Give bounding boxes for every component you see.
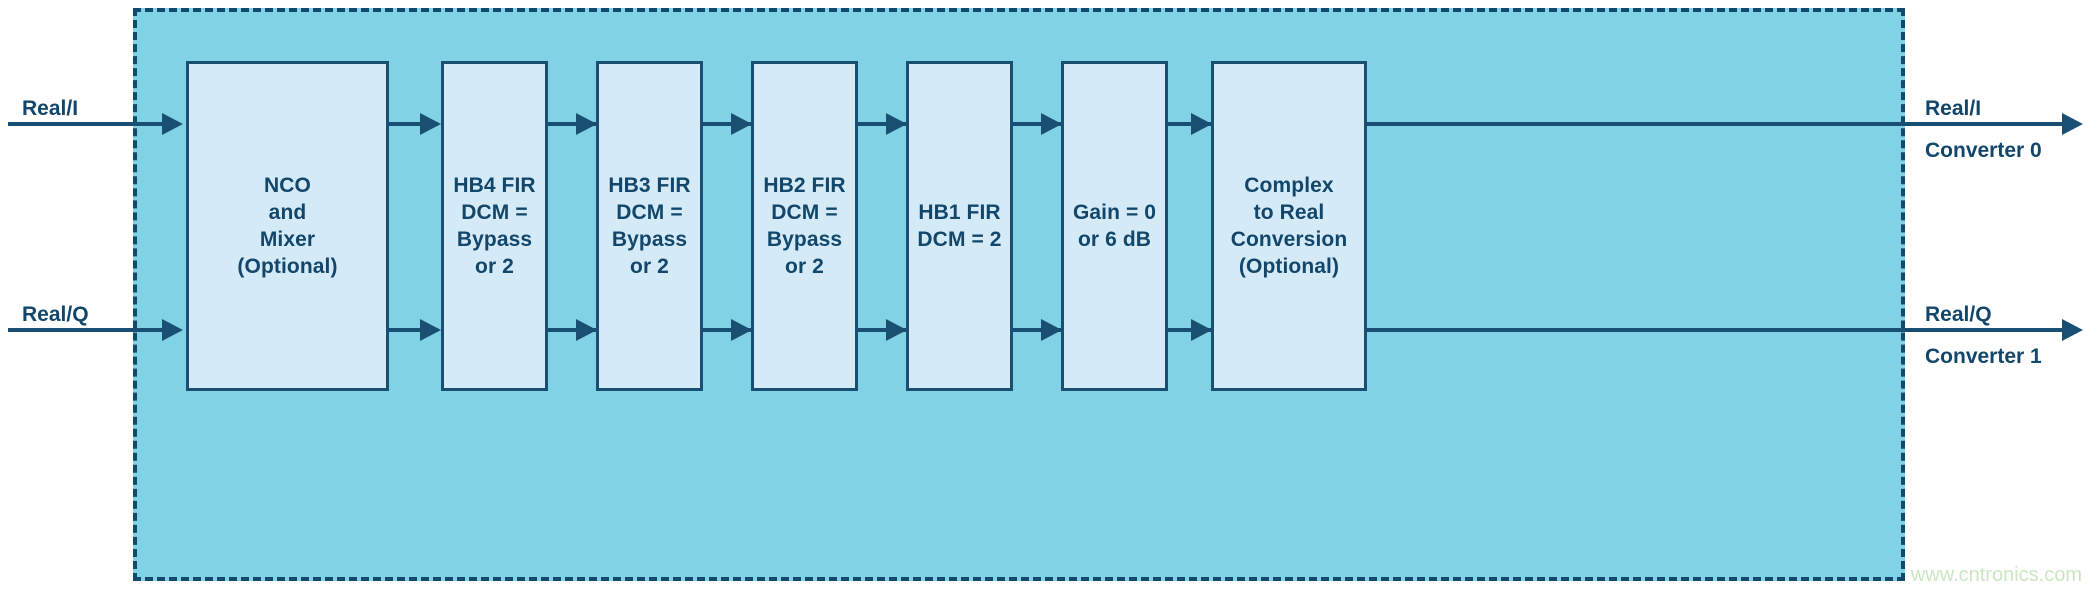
- hb3-fir-line-4: or 2: [630, 255, 669, 278]
- output-i-label: Real/I: [1925, 97, 1982, 120]
- input-q-wire: [8, 328, 174, 332]
- wire-hb1-to-gain-i: [1013, 122, 1063, 126]
- output-q-arrowhead: [2062, 319, 2083, 341]
- complex-to-real-line-2: to Real: [1253, 201, 1325, 224]
- arrowhead-hb4-to-hb3-q: [576, 319, 597, 341]
- hb4-fir-block[interactable]: HB4 FIR DCM = Bypass or 2: [441, 61, 548, 391]
- hb2-fir-block[interactable]: HB2 FIR DCM = Bypass or 2: [751, 61, 858, 391]
- arrowhead-hb1-to-gain-q: [1041, 319, 1062, 341]
- complex-to-real-conversion-block[interactable]: Complex to Real Conversion (Optional): [1211, 61, 1367, 391]
- gain-line-1: Gain = 0: [1072, 201, 1157, 224]
- ddc-container-boundary: [133, 8, 1905, 581]
- output-i-arrowhead: [2062, 113, 2083, 135]
- output-q-label: Real/Q: [1925, 303, 1992, 326]
- hb1-fir-line-2: DCM = 2: [917, 228, 1002, 251]
- arrowhead-hb3-to-hb2-q: [731, 319, 752, 341]
- arrowhead-hb2-to-hb1-q: [886, 319, 907, 341]
- hb3-fir-block[interactable]: HB3 FIR DCM = Bypass or 2: [596, 61, 703, 391]
- complex-to-real-line-3: Conversion: [1230, 228, 1348, 251]
- arrowhead-gain-to-ctr-q: [1191, 319, 1212, 341]
- wire-hb4-to-hb3-q: [548, 328, 598, 332]
- complex-to-real-line-4: (Optional): [1238, 255, 1340, 278]
- nco-and-mixer-line-1: NCO: [264, 174, 311, 197]
- hb4-fir-line-1: HB4 FIR: [453, 174, 536, 197]
- input-i-wire: [8, 122, 174, 126]
- hb4-fir-line-4: or 2: [475, 255, 514, 278]
- output-converter1-label: Converter 1: [1925, 345, 2042, 368]
- gain-line-2: or 6 dB: [1077, 228, 1152, 251]
- arrowhead-gain-to-ctr-i: [1191, 113, 1212, 135]
- wire-hb3-to-hb2-q: [703, 328, 753, 332]
- wire-hb1-to-gain-q: [1013, 328, 1063, 332]
- arrowhead-hb4-to-hb3-i: [576, 113, 597, 135]
- hb3-fir-line-2: DCM =: [616, 201, 683, 224]
- arrowhead-hb1-to-gain-i: [1041, 113, 1062, 135]
- wire-gain-to-ctr-i: [1163, 122, 1213, 126]
- complex-to-real-line-1: Complex: [1244, 174, 1334, 197]
- input-i-label: Real/I: [22, 97, 79, 120]
- hb2-fir-line-2: DCM =: [771, 201, 838, 224]
- wire-hb2-to-hb1-i: [858, 122, 908, 126]
- nco-and-mixer-line-3: Mixer: [259, 228, 316, 251]
- hb1-fir-block[interactable]: HB1 FIR DCM = 2: [906, 61, 1013, 391]
- wire-gain-to-ctr-q: [1163, 328, 1213, 332]
- output-i-wire: [1366, 122, 2071, 126]
- wire-nco-to-hb4-i: [388, 122, 438, 126]
- nco-and-mixer-block[interactable]: NCO and Mixer (Optional): [186, 61, 389, 391]
- nco-and-mixer-line-4: (Optional): [237, 255, 338, 278]
- hb2-fir-line-4: or 2: [785, 255, 824, 278]
- gain-block[interactable]: Gain = 0 or 6 dB: [1061, 61, 1168, 391]
- arrowhead-hb3-to-hb2-i: [731, 113, 752, 135]
- input-i-arrowhead: [162, 113, 183, 135]
- wire-hb3-to-hb2-i: [703, 122, 753, 126]
- arrowhead-nco-to-hb4-q: [420, 319, 441, 341]
- hb3-fir-line-1: HB3 FIR: [608, 174, 691, 197]
- arrowhead-hb2-to-hb1-i: [886, 113, 907, 135]
- wire-hb2-to-hb1-q: [858, 328, 908, 332]
- arrowhead-nco-to-hb4-i: [420, 113, 441, 135]
- output-converter0-label: Converter 0: [1925, 139, 2042, 162]
- nco-and-mixer-line-2: and: [268, 201, 307, 224]
- input-q-label: Real/Q: [22, 303, 89, 326]
- watermark-text: www.cntronics.com: [1910, 564, 2082, 586]
- hb4-fir-line-3: Bypass: [456, 228, 533, 251]
- input-q-arrowhead: [162, 319, 183, 341]
- hb2-fir-line-1: HB2 FIR: [763, 174, 846, 197]
- hb4-fir-line-2: DCM =: [461, 201, 528, 224]
- hb1-fir-line-1: HB1 FIR: [918, 201, 1001, 224]
- wire-nco-to-hb4-q: [388, 328, 438, 332]
- hb2-fir-line-3: Bypass: [766, 228, 843, 251]
- hb3-fir-line-3: Bypass: [611, 228, 688, 251]
- wire-hb4-to-hb3-i: [548, 122, 598, 126]
- output-q-wire: [1366, 328, 2071, 332]
